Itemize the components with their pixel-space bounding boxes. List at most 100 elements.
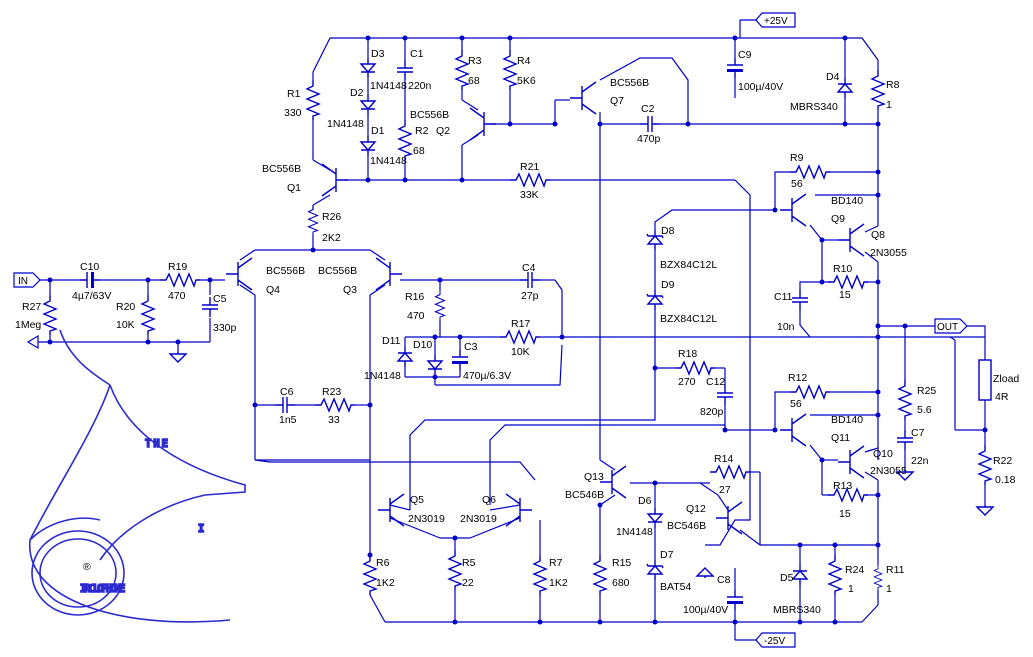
c9-ref: C9 <box>738 49 752 61</box>
gnd-r22 <box>976 504 994 516</box>
q1-symbol <box>321 163 349 197</box>
r25-value: 5.6 <box>917 404 932 416</box>
q10-ref: Q10 <box>873 448 893 460</box>
q2-value: BC556B <box>410 109 449 121</box>
q11-ref: Q11 <box>831 432 850 444</box>
r22-ref: R22 <box>993 455 1012 467</box>
input-port: IN <box>13 272 41 288</box>
d5-symbol <box>792 564 808 586</box>
r25-symbol <box>898 379 912 421</box>
r27-value: 1Meg <box>15 319 41 331</box>
d9-value: BZX84C12L <box>660 313 717 325</box>
d10-symbol <box>427 354 443 376</box>
r11-symbol <box>873 564 883 591</box>
c2-ref: C2 <box>641 103 655 115</box>
output-port: OUT <box>934 318 968 334</box>
d6-symbol <box>647 507 663 529</box>
c6-value: 1n5 <box>279 414 297 426</box>
q5-symbol <box>377 493 405 527</box>
r20-symbol <box>141 294 155 336</box>
d2-ref: D2 <box>350 87 364 99</box>
r2-value: 68 <box>413 145 425 157</box>
r17-ref: R17 <box>511 318 530 330</box>
output-port-label: OUT <box>937 322 958 333</box>
r13-ref: R13 <box>833 480 852 492</box>
r23-ref: R23 <box>322 386 341 398</box>
r7-value: 1K2 <box>549 577 568 589</box>
d3-symbol <box>360 57 376 79</box>
r1-ref: R1 <box>287 88 301 100</box>
c3-ref: C3 <box>464 341 478 353</box>
c8-ref: C8 <box>717 574 731 586</box>
q2-symbol <box>469 107 497 141</box>
c11-symbol <box>791 289 809 311</box>
logo-registered: ® <box>83 561 91 573</box>
r6-value: 1K2 <box>376 577 395 589</box>
q10-value: 2N3055 <box>870 465 907 477</box>
r6-ref: R6 <box>376 557 390 569</box>
c8-value: 100µ/40V <box>683 604 728 616</box>
r3-value: 68 <box>468 75 480 87</box>
q3-ref: Q3 <box>343 284 357 296</box>
r4-value: 5K6 <box>517 75 536 87</box>
r12-value: 56 <box>790 398 802 410</box>
c2-symbol <box>639 115 661 133</box>
input-ground-arrow <box>26 334 39 350</box>
r19-symbol <box>159 273 201 287</box>
q4-ref: Q4 <box>266 284 280 296</box>
r19-value: 470 <box>168 290 186 302</box>
d8-ref: D8 <box>661 225 675 237</box>
r24-value: 1 <box>848 583 854 595</box>
r21-ref: R21 <box>520 161 539 173</box>
c12-value: 820p <box>700 406 724 418</box>
c7-ref: C7 <box>911 427 925 439</box>
c4-value: 27p <box>521 290 539 302</box>
q13-ref: Q13 <box>584 471 604 483</box>
c1-symbol <box>396 59 414 81</box>
c4-symbol <box>519 271 541 289</box>
horn-outline <box>29 384 246 623</box>
q10-symbol <box>837 445 865 479</box>
c5-value: 330p <box>213 322 237 334</box>
input-port-label: IN <box>18 276 28 287</box>
c3-symbol <box>451 349 469 371</box>
d8-value: BZX84C12L <box>660 259 717 271</box>
q12-value: BC546B <box>667 520 706 532</box>
component-symbols <box>43 49 994 611</box>
d3-ref: D3 <box>371 48 385 60</box>
q9-symbol <box>779 193 807 227</box>
r24-symbol <box>828 554 842 596</box>
r14-ref: R14 <box>714 453 733 465</box>
q5-value: 2N3019 <box>408 513 445 525</box>
c11-ref: C11 <box>774 291 793 303</box>
r23-symbol <box>314 398 356 412</box>
logo-ring <box>31 530 125 616</box>
r7-ref: R7 <box>549 557 563 569</box>
q1-value: BC556B <box>262 163 301 175</box>
r21-value: 33K <box>520 189 539 201</box>
q11-value: BD140 <box>831 414 863 426</box>
q2-ref: Q2 <box>436 125 450 137</box>
r10-symbol <box>827 275 869 289</box>
r8-ref: R8 <box>886 79 900 91</box>
q7-symbol <box>569 81 597 115</box>
q6-value: 2N3019 <box>460 513 497 525</box>
r18-value: 270 <box>678 376 696 388</box>
r16-value: 470 <box>407 310 425 322</box>
d4-ref: D4 <box>826 71 840 83</box>
r18-ref: R18 <box>678 348 697 360</box>
c4-ref: C4 <box>522 262 536 274</box>
r4-ref: R4 <box>517 55 531 67</box>
r20-ref: R20 <box>116 301 135 313</box>
d1-symbol <box>360 135 376 157</box>
r26-ref: R26 <box>322 211 341 223</box>
zload-ref: Zload <box>993 373 1019 385</box>
r21-symbol <box>509 173 551 187</box>
q8-ref: Q8 <box>871 229 885 241</box>
r10-ref: R10 <box>833 263 852 275</box>
d5-ref: D5 <box>780 572 794 584</box>
r8-value: 1 <box>886 99 892 111</box>
c11-value: 10n <box>777 321 795 333</box>
c1-ref: C1 <box>410 48 424 60</box>
